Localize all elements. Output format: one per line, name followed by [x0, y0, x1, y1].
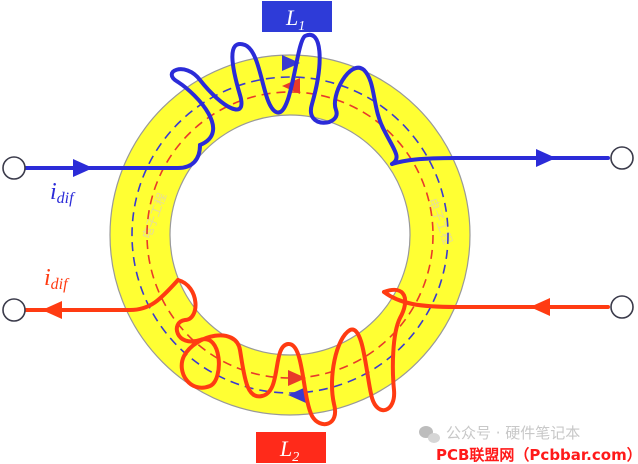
- winding-l1-coil: [169, 32, 399, 166]
- winding-l2-coil: [174, 278, 408, 427]
- wire-l2-left-lead: [24, 278, 180, 312]
- label-box-l1: [262, 1, 332, 32]
- wire-l1-left-lead: [24, 143, 202, 170]
- label-idif-top: idif: [50, 179, 76, 207]
- flux-arrow-bottom-blue: [288, 387, 306, 403]
- arrow-l2-right: [530, 298, 550, 316]
- watermark-wechat: 公众号 · 硬件笔记本: [446, 424, 580, 442]
- terminal-top-right: [610, 146, 634, 170]
- wechat-icon: [419, 426, 440, 443]
- wire-l2-right-lead: [382, 290, 610, 309]
- watermark-site: PCB联盟网（Pcbbar.com）: [436, 446, 638, 464]
- wire-l1-right-lead: [390, 156, 610, 166]
- label-idif-bottom: idif: [44, 265, 70, 293]
- label-box-l2: [256, 432, 326, 463]
- flux-arrow-bottom-red: [288, 370, 306, 386]
- flux-loop-l2: [146, 91, 434, 379]
- flux-loop-l1: [131, 76, 449, 394]
- label-l1: L1: [285, 5, 305, 34]
- terminal-bottom-left: [2, 298, 26, 322]
- arrow-l1-left: [73, 159, 93, 177]
- arrow-l1-right: [536, 149, 556, 167]
- label-l2: L2: [279, 436, 299, 464]
- toroid-core: [109, 54, 471, 416]
- terminal-bottom-right: [610, 295, 634, 319]
- arrow-l2-left: [42, 301, 62, 319]
- terminal-top-left: [2, 156, 26, 180]
- flux-arrow-top-blue: [282, 55, 300, 71]
